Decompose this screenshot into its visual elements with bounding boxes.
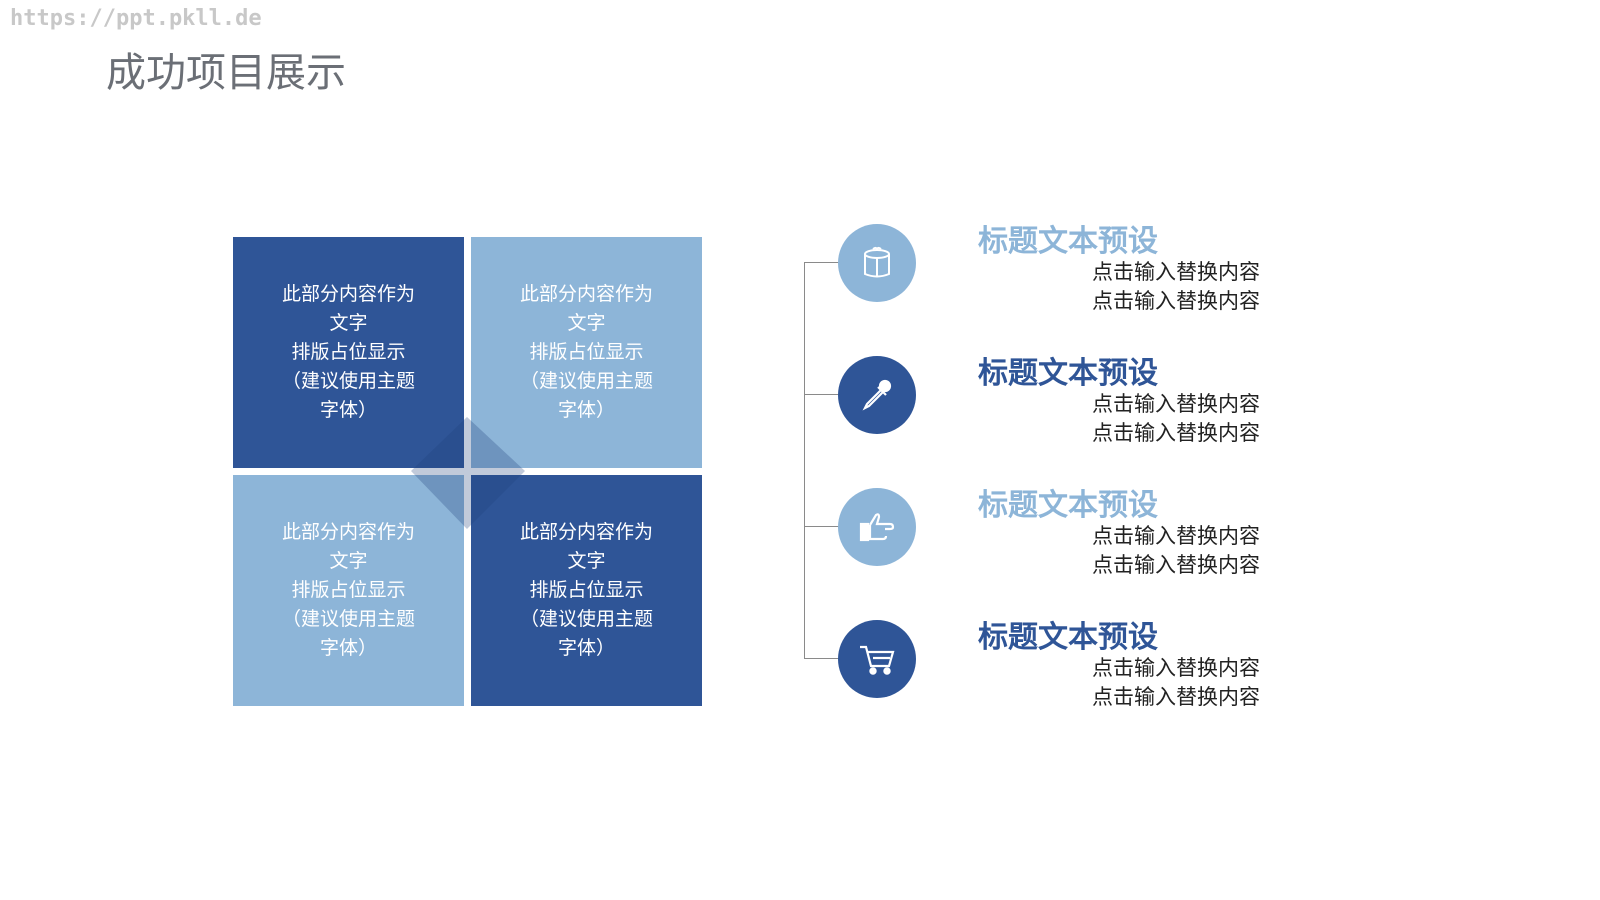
tile-line: 排版占位显示: [291, 579, 406, 601]
tile-top-right[interactable]: 此部分内容作为 文字 排版占位显示 （建议使用主题 字体）: [471, 237, 702, 468]
tile-line: 字体）: [319, 637, 377, 659]
connector-tick: [804, 394, 840, 395]
item-desc-line: 点击输入替换内容: [1092, 392, 1260, 416]
item-icon-circle: [838, 488, 916, 566]
item-desc-line: 点击输入替换内容: [1092, 685, 1260, 709]
tile-bottom-right[interactable]: 此部分内容作为 文字 排版占位显示 （建议使用主题 字体）: [471, 475, 702, 706]
tile-line: （建议使用主题: [281, 608, 415, 630]
page-title: 成功项目展示: [106, 50, 346, 96]
item-desc-line: 点击输入替换内容: [1092, 524, 1260, 548]
quad-tile-grid: 此部分内容作为 文字 排版占位显示 （建议使用主题 字体） 此部分内容作为 文字…: [233, 237, 702, 706]
tile-line: 此部分内容作为: [519, 283, 653, 305]
tile-line: 字体）: [557, 399, 615, 421]
tile-line: 文字: [567, 550, 606, 572]
item-title: 标题文本预设: [978, 356, 1158, 391]
tile-line: （建议使用主题: [281, 370, 415, 392]
item-icon-circle: [838, 224, 916, 302]
item-icon-circle: [838, 356, 916, 434]
hand-pointer-icon: [859, 513, 895, 542]
connector-tick: [804, 262, 840, 263]
item-desc-line: 点击输入替换内容: [1092, 260, 1260, 284]
tile-line: （建议使用主题: [519, 608, 653, 630]
item-title: 标题文本预设: [978, 620, 1158, 655]
connector-tick: [804, 526, 840, 527]
tile-line: 排版占位显示: [529, 579, 644, 601]
item-title: 标题文本预设: [978, 488, 1158, 523]
tile-line: 此部分内容作为: [281, 283, 415, 305]
tile-line: 文字: [329, 312, 368, 334]
item-desc-line: 点击输入替换内容: [1092, 656, 1260, 680]
connector-tick: [804, 658, 840, 659]
tile-line: 此部分内容作为: [519, 521, 653, 543]
item-desc-line: 点击输入替换内容: [1092, 553, 1260, 577]
tile-line: （建议使用主题: [519, 370, 653, 392]
item-icon-circle: [838, 620, 916, 698]
tile-line: 字体）: [557, 637, 615, 659]
tile-line: 字体）: [319, 399, 377, 421]
connector-bracket: [804, 262, 841, 658]
item-desc-line: 点击输入替换内容: [1092, 289, 1260, 313]
watermark: https://ppt.pkll.de: [10, 6, 262, 31]
tile-top-left[interactable]: 此部分内容作为 文字 排版占位显示 （建议使用主题 字体）: [233, 237, 464, 468]
item-desc-line: 点击输入替换内容: [1092, 421, 1260, 445]
eyedropper-icon: [862, 379, 892, 411]
tile-line: 此部分内容作为: [281, 521, 415, 543]
tile-line: 排版占位显示: [291, 341, 406, 363]
shopping-cart-icon: [860, 645, 895, 675]
tile-line: 排版占位显示: [529, 341, 644, 363]
tile-line: 文字: [329, 550, 368, 572]
gift-icon: [864, 246, 890, 278]
tile-bottom-left[interactable]: 此部分内容作为 文字 排版占位显示 （建议使用主题 字体）: [233, 475, 464, 706]
tile-line: 文字: [567, 312, 606, 334]
item-title: 标题文本预设: [978, 224, 1158, 259]
